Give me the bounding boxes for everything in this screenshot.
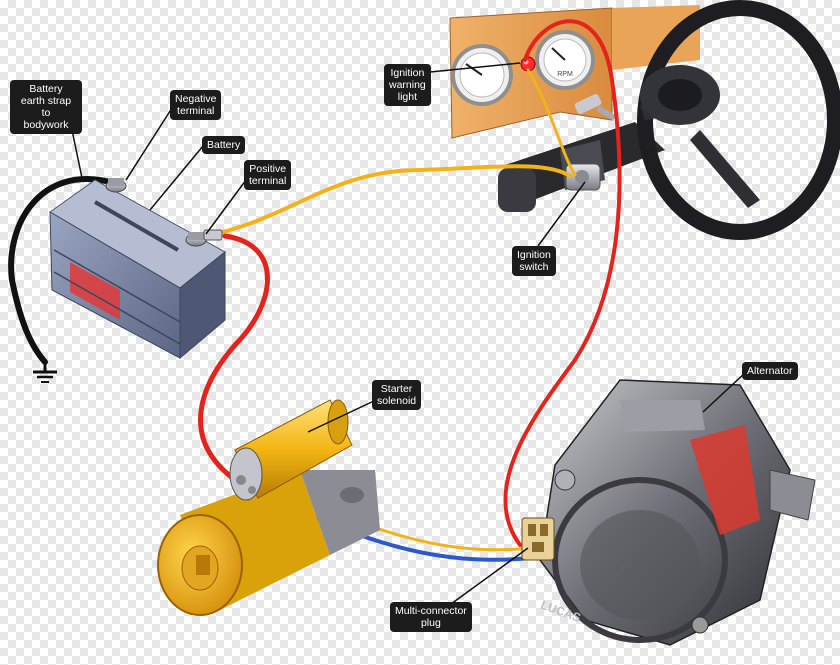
alternator-icon: LUCAS [539,379,816,646]
red-wire-battery-to-starter [198,233,270,485]
label-negative-terminal: Negative terminal [170,90,222,120]
label-positive-terminal: Positive terminal [244,160,292,190]
starter-motor-icon [157,470,380,616]
battery-icon [49,179,226,360]
red-wire-light-to-alternator [503,19,622,547]
gauge-rpm-text: RPM [557,71,573,78]
steering-wheel [637,0,840,240]
label-battery: Battery [202,136,246,154]
negative-terminal-icon [105,178,127,193]
earth-strap-wire [8,176,113,365]
label-alternator: Alternator [742,362,798,380]
label-ignition-warning-light: Ignition warning light [384,64,431,106]
key-icon [574,94,616,120]
label-battery-earth-strap: Battery earth strap to bodywork [10,80,82,134]
yellow-wire-battery-to-ignition [203,164,572,238]
multi-connector-plug-icon [521,517,555,561]
tachometer-gauge: RPM [535,30,595,90]
positive-terminal-icon [185,229,223,247]
leader-lines [71,62,747,613]
label-starter-solenoid: Starter solenoid [372,380,422,410]
earth-ground-icon [33,362,57,383]
speedometer-gauge [451,44,513,106]
yellow-wire-ignition-to-light [526,68,577,177]
label-multi-connector-plug: Multi-connector plug [390,602,472,632]
ignition-switch-body [565,163,601,191]
label-ignition-switch: Ignition switch [512,246,556,276]
